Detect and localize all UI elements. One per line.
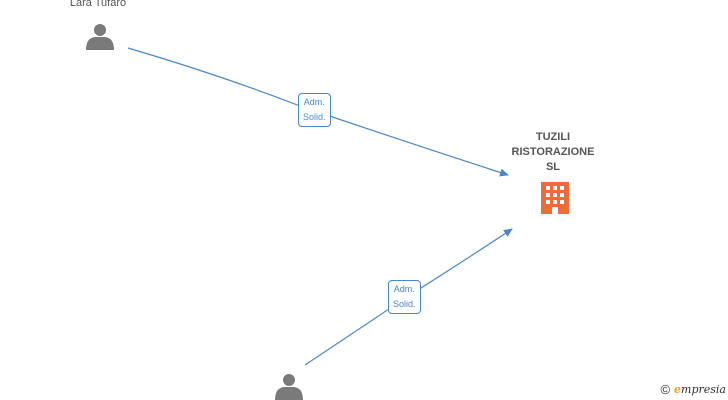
person-icon[interactable]	[275, 374, 303, 400]
company-name-line: RISTORAZIONE	[511, 146, 595, 158]
person-icon[interactable]	[86, 24, 114, 50]
copyright-icon: ©	[660, 382, 671, 397]
edge-label-line: Solid.	[303, 112, 326, 122]
brand-initial: e	[674, 383, 682, 396]
edge-label-top: Adm. Solid.	[298, 93, 331, 127]
company-name-label[interactable]: TUZILI RISTORAZIONE SL	[500, 130, 606, 175]
company-name-line: TUZILI	[535, 131, 571, 143]
building-icon[interactable]	[541, 182, 569, 214]
edge-label-line: Solid.	[393, 299, 416, 309]
edge-label-bottom: Adm. Solid.	[388, 280, 421, 314]
brand-name: mpresia	[681, 383, 726, 396]
empresia-watermark[interactable]: © empresia	[660, 382, 726, 397]
edge-label-line: Adm.	[303, 97, 325, 107]
edge-label-line: Adm.	[393, 284, 415, 294]
person-name-label[interactable]: Lara Tufaro	[69, 0, 127, 9]
company-name-line: SL	[545, 161, 561, 173]
